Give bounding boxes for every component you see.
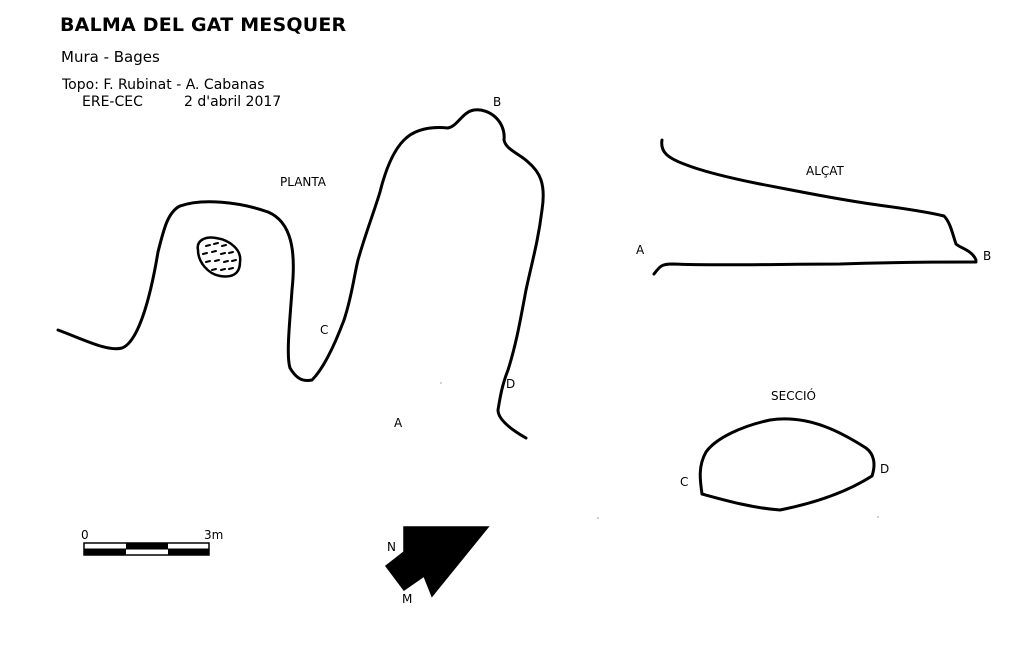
plan-point-b: B: [493, 95, 502, 109]
north-arrow-shape: [384, 526, 490, 598]
plan-view: [56, 108, 545, 440]
scale-bar-segment-1: [84, 549, 126, 555]
plan-view-label: PLANTA: [280, 175, 326, 189]
scale-bar-end-label: 3m: [204, 528, 224, 542]
survey-title: BALMA DEL GAT MESQUER: [60, 14, 347, 36]
section-view: [698, 417, 876, 512]
north-arrow-m-label: M: [402, 592, 413, 606]
plan-rock-outline: [196, 236, 242, 278]
section-view-label: SECCIÓ: [771, 389, 816, 403]
section-point-c: C: [680, 475, 689, 489]
survey-marks: [440, 382, 879, 519]
survey-group: ERE-CEC: [82, 94, 143, 110]
scale-bar: [83, 542, 210, 556]
plan-left-wall: [56, 108, 545, 440]
elevation-view: [652, 138, 978, 276]
plan-point-c: C: [320, 323, 329, 337]
elevation-floor: [652, 260, 978, 276]
elevation-point-b: B: [983, 249, 992, 263]
scale-bar-segment-2: [126, 543, 168, 549]
survey-date: 2 d'abril 2017: [184, 94, 282, 110]
survey-location: Mura - Bages: [61, 48, 160, 66]
plan-point-d: D: [506, 377, 516, 391]
elevation-point-a: A: [636, 243, 645, 257]
plan-rock-hatching: [202, 242, 237, 271]
section-outline: [698, 417, 876, 512]
plan-point-a: A: [394, 416, 403, 430]
north-arrow-n-label: N: [387, 540, 396, 554]
elevation-ceiling: [660, 138, 978, 262]
section-point-d: D: [880, 462, 890, 476]
scale-bar-start-label: 0: [81, 528, 89, 542]
survey-topo-credits: Topo: F. Rubinat - A. Cabanas: [62, 77, 265, 93]
north-arrow: [384, 526, 490, 598]
elevation-view-label: ALÇAT: [806, 164, 844, 178]
scale-bar-segment-3: [168, 549, 209, 555]
